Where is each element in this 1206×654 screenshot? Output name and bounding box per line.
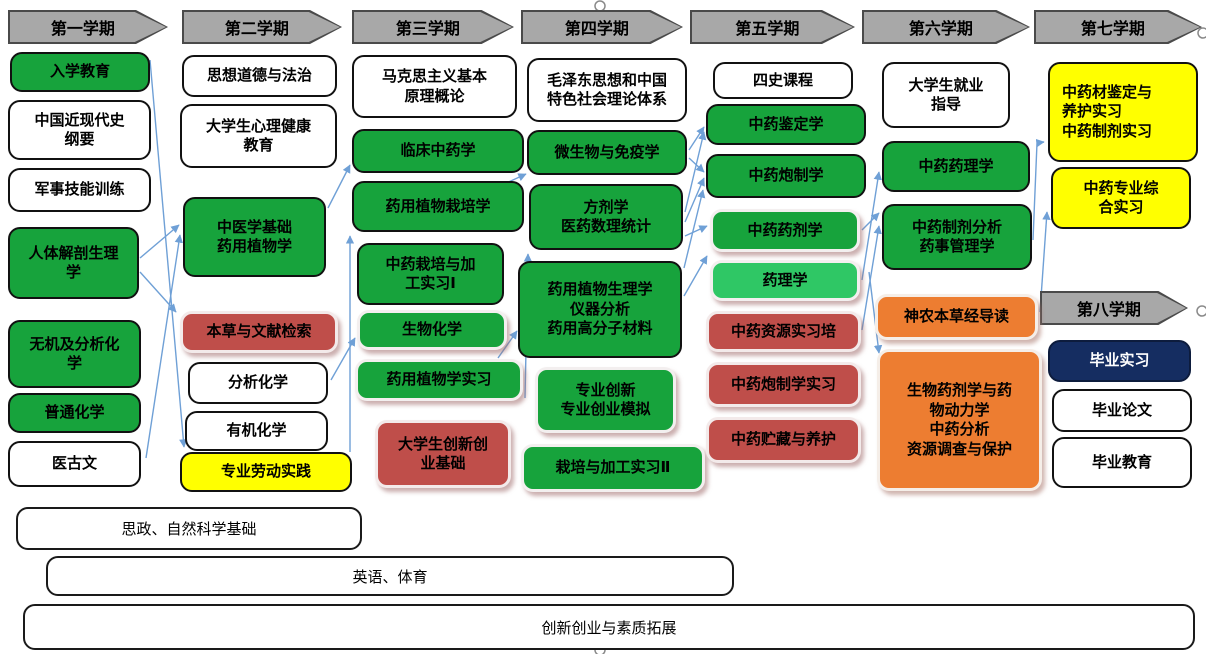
course-cultivation-processing-practice-2[interactable]: 栽培与加工实习Ⅱ bbox=[521, 444, 705, 492]
course-medicinal-botany-field-practice[interactable]: 药用植物学实习 bbox=[355, 359, 523, 401]
semester-header-label: 第六学期 bbox=[908, 21, 973, 38]
course-organic-chemistry[interactable]: 有机化学 bbox=[185, 411, 328, 451]
course-inorganic-analytical-chemistry[interactable]: 无机及分析化 学 bbox=[8, 320, 141, 388]
course-microbiology-immunology[interactable]: 微生物与免疫学 bbox=[527, 130, 687, 175]
prerequisite-arrow bbox=[684, 177, 705, 223]
course-professional-labor-practice[interactable]: 专业劳动实践 bbox=[180, 452, 352, 492]
semester-header-semester-8[interactable]: 第八学期 bbox=[1040, 291, 1188, 325]
course-four-histories-course[interactable]: 四史课程 bbox=[713, 62, 853, 99]
course-identification-maintenance-preparation-practice[interactable]: 中药材鉴定与 养护实习 中药制剂实习 bbox=[1048, 62, 1198, 162]
course-medicinal-plant-cultivation[interactable]: 药用植物栽培学 bbox=[352, 181, 524, 232]
course-professional-innovation-venture-simulation[interactable]: 专业创新 专业创业模拟 bbox=[535, 367, 676, 433]
course-cmm-resources-practice[interactable]: 中药资源实习培 bbox=[706, 311, 861, 352]
selection-handle[interactable] bbox=[1197, 27, 1206, 39]
semester-header-label: 第四学期 bbox=[564, 21, 629, 38]
course-comprehensive-professional-practice[interactable]: 中药专业综 合实习 bbox=[1051, 167, 1191, 229]
semester-header-label: 第五学期 bbox=[735, 21, 800, 38]
course-cmm-processing-practice[interactable]: 中药炮制学实习 bbox=[706, 362, 861, 407]
prerequisite-arrow bbox=[683, 189, 706, 269]
course-pharmacology[interactable]: 药理学 bbox=[710, 260, 860, 301]
course-general-chemistry[interactable]: 普通化学 bbox=[8, 393, 141, 433]
semester-header-label: 第三学期 bbox=[395, 21, 460, 38]
semester-header-semester-1[interactable]: 第一学期 bbox=[8, 10, 168, 44]
semester-header-label: 第二学期 bbox=[224, 21, 289, 38]
semester-header-semester-4[interactable]: 第四学期 bbox=[521, 10, 683, 44]
course-tcm-pharmacology[interactable]: 中药药理学 bbox=[882, 141, 1030, 192]
course-graduation-thesis[interactable]: 毕业论文 bbox=[1052, 389, 1192, 432]
course-modern-chinese-history[interactable]: 中国近现代史 纲要 bbox=[8, 100, 151, 160]
course-military-training[interactable]: 军事技能训练 bbox=[8, 168, 151, 212]
course-mao-thought-socialism-theory[interactable]: 毛泽东思想和中国 特色社会理论体系 bbox=[527, 58, 687, 122]
prerequisite-arrow bbox=[327, 164, 351, 209]
course-college-mental-health[interactable]: 大学生心理健康 教育 bbox=[180, 104, 337, 168]
prerequisite-arrow bbox=[684, 131, 707, 213]
prerequisite-arrow bbox=[139, 271, 177, 313]
course-human-anatomy-physiology[interactable]: 人体解剖生理 学 bbox=[8, 227, 139, 299]
course-tcm-foundation-medicinal-botany[interactable]: 中医学基础 药用植物学 bbox=[183, 197, 326, 277]
semester-header-label: 第八学期 bbox=[1076, 302, 1141, 319]
course-medical-classical-chinese[interactable]: 医古文 bbox=[8, 441, 141, 487]
prerequisite-arrow bbox=[1032, 138, 1045, 241]
course-preparation-analysis-pharmacy-admin[interactable]: 中药制剂分析 药事管理学 bbox=[882, 204, 1032, 270]
course-graduation-education[interactable]: 毕业教育 bbox=[1052, 437, 1192, 488]
course-clinical-chinese-materia-medica[interactable]: 临床中药学 bbox=[352, 129, 524, 173]
course-formulae-medical-statistics[interactable]: 方剂学 医药数理统计 bbox=[529, 184, 683, 250]
course-bencao-literature-retrieval[interactable]: 本草与文献检索 bbox=[180, 311, 338, 353]
semester-header-label: 第七学期 bbox=[1080, 21, 1145, 38]
course-biochemistry[interactable]: 生物化学 bbox=[357, 310, 507, 350]
prerequisite-arrow bbox=[688, 126, 705, 151]
course-analytical-chemistry[interactable]: 分析化学 bbox=[188, 362, 328, 404]
prerequisite-arrow bbox=[684, 225, 708, 237]
category-band-english-pe-band[interactable]: 英语、体育 bbox=[46, 556, 734, 596]
prerequisite-arrow bbox=[688, 157, 705, 173]
course-career-guidance[interactable]: 大学生就业 指导 bbox=[882, 62, 1010, 128]
category-band-ideology-natural-science-band[interactable]: 思政、自然科学基础 bbox=[16, 507, 362, 550]
course-cultivation-processing-practice-1[interactable]: 中药栽培与加 工实习Ⅰ bbox=[357, 243, 504, 305]
course-cmm-processing[interactable]: 中药炮制学 bbox=[706, 154, 866, 198]
category-band-innovation-quality-band[interactable]: 创新创业与素质拓展 bbox=[23, 604, 1195, 650]
semester-header-semester-6[interactable]: 第六学期 bbox=[862, 10, 1030, 44]
course-cmm-pharmaceutics[interactable]: 中药药剂学 bbox=[710, 209, 860, 252]
course-cmm-identification[interactable]: 中药鉴定学 bbox=[706, 104, 866, 145]
course-graduation-internship[interactable]: 毕业实习 bbox=[1048, 340, 1191, 382]
selection-handle[interactable] bbox=[594, 0, 606, 12]
prerequisite-arrow bbox=[861, 212, 880, 231]
course-plant-physiology-instrument-polymer[interactable]: 药用植物生理学 仪器分析 药用高分子材料 bbox=[518, 261, 682, 358]
semester-header-label: 第一学期 bbox=[50, 21, 115, 38]
selection-handle[interactable] bbox=[1196, 305, 1206, 317]
course-innovation-entrepreneurship-basics[interactable]: 大学生创新创 业基础 bbox=[375, 420, 511, 488]
prerequisite-arrow bbox=[139, 224, 180, 259]
course-marxism-principles[interactable]: 马克思主义基本 原理概论 bbox=[352, 55, 517, 118]
course-entrance-education[interactable]: 入学教育 bbox=[10, 52, 150, 92]
prerequisite-arrow bbox=[683, 255, 708, 297]
semester-header-semester-5[interactable]: 第五学期 bbox=[690, 10, 855, 44]
course-biopharm-pk-analysis-resources[interactable]: 生物药剂学与药 物动力学 中药分析 资源调查与保护 bbox=[877, 349, 1042, 491]
semester-header-semester-3[interactable]: 第三学期 bbox=[352, 10, 514, 44]
semester-header-semester-7[interactable]: 第七学期 bbox=[1034, 10, 1202, 44]
course-cmm-storage-maintenance[interactable]: 中药贮藏与养护 bbox=[706, 417, 861, 463]
prerequisite-arrow bbox=[149, 59, 188, 448]
course-shennong-bencao-reading[interactable]: 神农本草经导读 bbox=[875, 294, 1038, 340]
prerequisite-arrow bbox=[145, 234, 183, 459]
course-ideology-morality-law[interactable]: 思想道德与法治 bbox=[182, 55, 337, 97]
semester-header-semester-2[interactable]: 第二学期 bbox=[182, 10, 342, 44]
